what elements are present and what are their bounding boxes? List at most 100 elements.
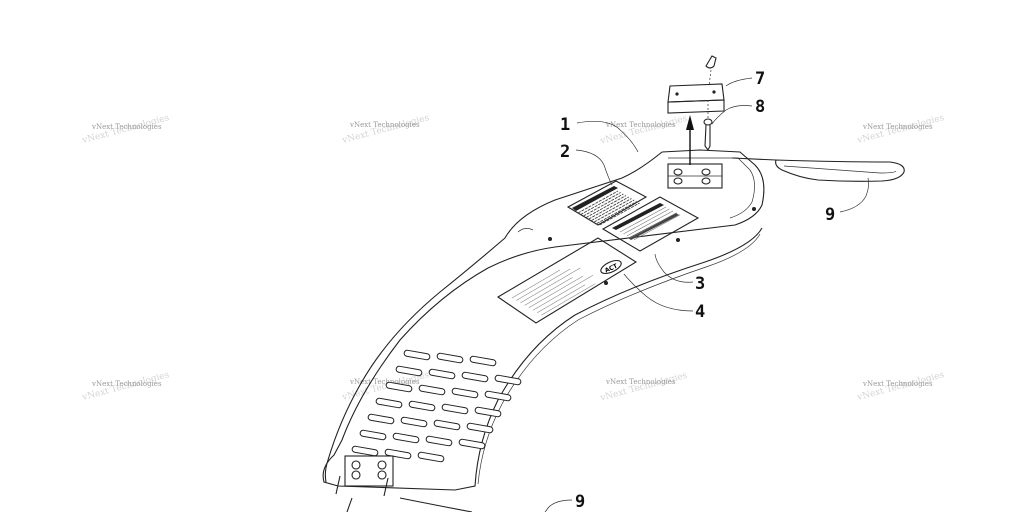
watermark-text: vNext Technologies (862, 380, 933, 388)
mount-hole (752, 207, 756, 211)
decal-2 (566, 180, 648, 226)
vent-slot (367, 413, 395, 425)
decal-2-text-line (577, 190, 619, 214)
panel-edge-top (324, 151, 663, 483)
part-7-bracket (667, 83, 725, 114)
bracket-hole (675, 92, 679, 96)
decal-4-text-line (524, 277, 573, 306)
part-9-prop-rod (731, 157, 905, 182)
watermark-ghost: vNext Technologies (598, 114, 688, 147)
pin-fastener-top (705, 55, 717, 69)
callout-4: 4 (695, 302, 705, 322)
vent-slot (466, 422, 494, 434)
main-panel (322, 149, 765, 491)
vent-slot (418, 384, 446, 396)
hinge-pin-right (383, 477, 389, 497)
decal-3-text-line (633, 214, 681, 240)
decal-2-text-line (588, 196, 630, 220)
leader-4 (623, 273, 694, 312)
prop-rod-inner (783, 165, 897, 174)
watermark-3: vNext Technologies vNext Technologies (598, 114, 688, 147)
hinge-knuckle (673, 168, 683, 176)
watermark-4: vNext Technologies vNext Technologies (855, 113, 945, 146)
leader-1 (576, 121, 639, 153)
decal-3 (601, 196, 700, 252)
mount-hole (676, 238, 680, 242)
decal-3-lines (619, 206, 681, 240)
decal-4-text-line (528, 276, 583, 309)
vent-slot (384, 448, 412, 460)
panel-edge-bottom (477, 233, 761, 485)
pin-head (703, 118, 713, 126)
watermark-7: vNext Technologies vNext Technologies (598, 371, 688, 404)
panel-inner-bevel (668, 157, 755, 219)
leader-7 (725, 77, 753, 87)
prop-rod-stem (731, 157, 777, 161)
decal-2-text-line (591, 198, 632, 221)
watermark-text: vNext Technologies (91, 123, 162, 131)
hinge-knuckle (377, 460, 387, 470)
hinge-pin-left (335, 475, 341, 495)
hinge-knuckle (701, 168, 711, 176)
callout-7: 7 (755, 69, 765, 89)
vent-slot (451, 387, 479, 399)
callout-9-top: 9 (825, 205, 835, 225)
bracket-front-face (667, 99, 725, 114)
decal-3-text-line (623, 208, 670, 235)
vent-slot (400, 416, 428, 428)
leader-9 (839, 177, 870, 213)
watermark-8: vNext Technologies vNext Technologies (855, 370, 945, 403)
vent-slot (433, 419, 461, 431)
decal-2-outline (566, 180, 648, 226)
leader-8 (711, 105, 753, 125)
watermark-text: vNext Technologies (91, 380, 162, 388)
watermark-text: vNext Technologies (349, 121, 420, 129)
vent-slot (494, 374, 522, 386)
callout-1: 1 (560, 115, 570, 135)
decal-4-lines (511, 267, 596, 316)
callout-9-bottom: 9 (575, 492, 585, 512)
vent-slot (436, 352, 464, 364)
watermark-1: vNext Technologies vNext Technologies (80, 113, 170, 146)
vent-slot (417, 451, 445, 463)
vent-slot (428, 368, 456, 380)
watermark-2: vNext Technologies vNext Technologies (340, 113, 430, 146)
mount-hole (548, 237, 552, 241)
decal-2-text-line (599, 202, 640, 226)
prop-rod-lower-stem (346, 497, 353, 512)
watermark-text: vNext Technologies (862, 123, 933, 131)
part-9-prop-rod-lower (346, 497, 473, 512)
decal-4-text-line (532, 274, 594, 311)
pin-shaft (704, 124, 711, 152)
decal-3-text-line (619, 206, 667, 233)
callout-2: 2 (560, 142, 570, 162)
vent-slot (385, 381, 413, 393)
hinge-bracket-top (667, 163, 723, 189)
vent-slot (458, 438, 486, 450)
vent-slot (441, 403, 469, 415)
callout-8: 8 (755, 97, 765, 117)
vent-slot (461, 371, 489, 383)
watermark-text: vNext Technologies (605, 121, 676, 129)
vent-slot (469, 355, 497, 367)
vent-slots (351, 349, 522, 463)
decal-4-text-line (520, 267, 581, 304)
prop-rod-loop (775, 159, 905, 182)
prop-rod-lower-loop (399, 497, 473, 512)
vent-slot (375, 397, 403, 409)
hinge-plate (344, 455, 394, 487)
hinge-knuckle (377, 470, 387, 480)
decal-2-header (572, 186, 618, 211)
decal-4-text-line (516, 268, 571, 301)
part-8-pin (703, 55, 717, 152)
vent-slot (425, 435, 453, 447)
bracket-hole (712, 90, 716, 94)
panel-notch (517, 228, 534, 233)
callout-3: 3 (695, 274, 705, 294)
decal-2-text-line (583, 193, 624, 217)
decal-4-text-line (537, 284, 586, 313)
leader-lines (544, 77, 870, 512)
watermark-ghost: vNext Technologies (340, 113, 430, 146)
vent-slot (351, 445, 379, 457)
vent-slot (359, 429, 387, 441)
